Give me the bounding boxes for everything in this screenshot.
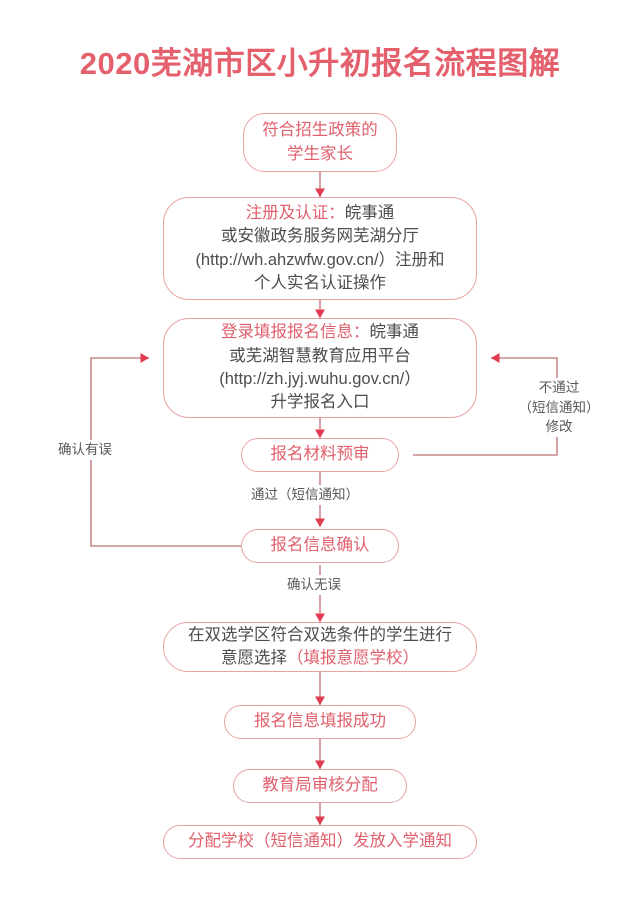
node-start-line2: 学生家长	[287, 144, 353, 163]
node-login-line1-rest: 皖事通	[369, 323, 420, 342]
node-login-line3: (http://zh.jyj.wuhu.gov.cn/）	[219, 370, 421, 388]
node-dualchoice[interactable]: 在双选学区符合双选条件的学生进行 意愿选择（填报意愿学校）	[163, 622, 477, 672]
node-bureau[interactable]: 教育局审核分配	[233, 769, 407, 803]
edge-label-reject-line1: 不通过	[538, 380, 580, 395]
edge-label-reject-line3: 修改	[545, 419, 573, 435]
edge-label-pass: 通过（短信通知）	[249, 485, 361, 505]
page-title: 2020芜湖市区小升初报名流程图解	[79, 46, 561, 81]
edge-label-confirm-ok: 确认无误	[285, 575, 343, 595]
node-success[interactable]: 报名信息填报成功	[224, 705, 416, 739]
node-confirm[interactable]: 报名信息确认	[241, 529, 399, 563]
node-register-line2: 或安徽政务服务网芜湖分厅	[221, 227, 419, 246]
node-register-line1: 注册及认证：皖事通	[172, 202, 468, 225]
edge-label-confirm-error: 确认有误	[56, 440, 114, 460]
node-assign-label: 分配学校（短信通知）发放入学通知	[188, 832, 452, 851]
node-register-line1-highlight: 注册及认证：	[245, 203, 345, 222]
node-confirm-label: 报名信息确认	[270, 536, 370, 555]
node-register-line4: 个人实名认证操作	[254, 273, 386, 292]
node-login[interactable]: 登录填报报名信息：皖事通 或芜湖智慧教育应用平台 (http://zh.jyj.…	[163, 318, 477, 418]
node-prereview[interactable]: 报名材料预审	[241, 438, 399, 472]
node-dualchoice-line2: 意愿选择（填报意愿学校）	[172, 647, 468, 670]
node-dualchoice-line2-rest: 意愿选择	[221, 649, 287, 667]
node-register[interactable]: 注册及认证：皖事通 或安徽政务服务网芜湖分厅 (http://wh.ahzwfw…	[163, 197, 477, 300]
node-start-line1: 符合招生政策的	[262, 121, 378, 140]
edge-label-reject-line2: （短信通知）	[518, 399, 600, 415]
edge-label-reject: 不通过 （短信通知） 修改	[492, 378, 626, 437]
node-assign[interactable]: 分配学校（短信通知）发放入学通知	[163, 825, 477, 859]
node-login-line2: 或芜湖智慧教育应用平台	[229, 346, 411, 365]
node-register-line1-rest: 皖事通	[344, 203, 395, 222]
node-start[interactable]: 符合招生政策的 学生家长	[243, 113, 397, 172]
node-login-line4: 升学报名入口	[270, 393, 370, 412]
node-bureau-label: 教育局审核分配	[262, 776, 378, 795]
node-login-line1: 登录填报报名信息：皖事通	[172, 321, 468, 344]
node-dualchoice-line1: 在双选学区符合双选条件的学生进行	[188, 625, 452, 644]
node-success-label: 报名信息填报成功	[254, 712, 386, 731]
node-register-line3: (http://wh.ahzwfw.gov.cn/）注册和	[195, 250, 445, 269]
node-prereview-label: 报名材料预审	[270, 445, 370, 464]
node-login-line1-highlight: 登录填报报名信息：	[221, 323, 370, 342]
node-dualchoice-line2-highlight: （填报意愿学校）	[287, 649, 419, 667]
